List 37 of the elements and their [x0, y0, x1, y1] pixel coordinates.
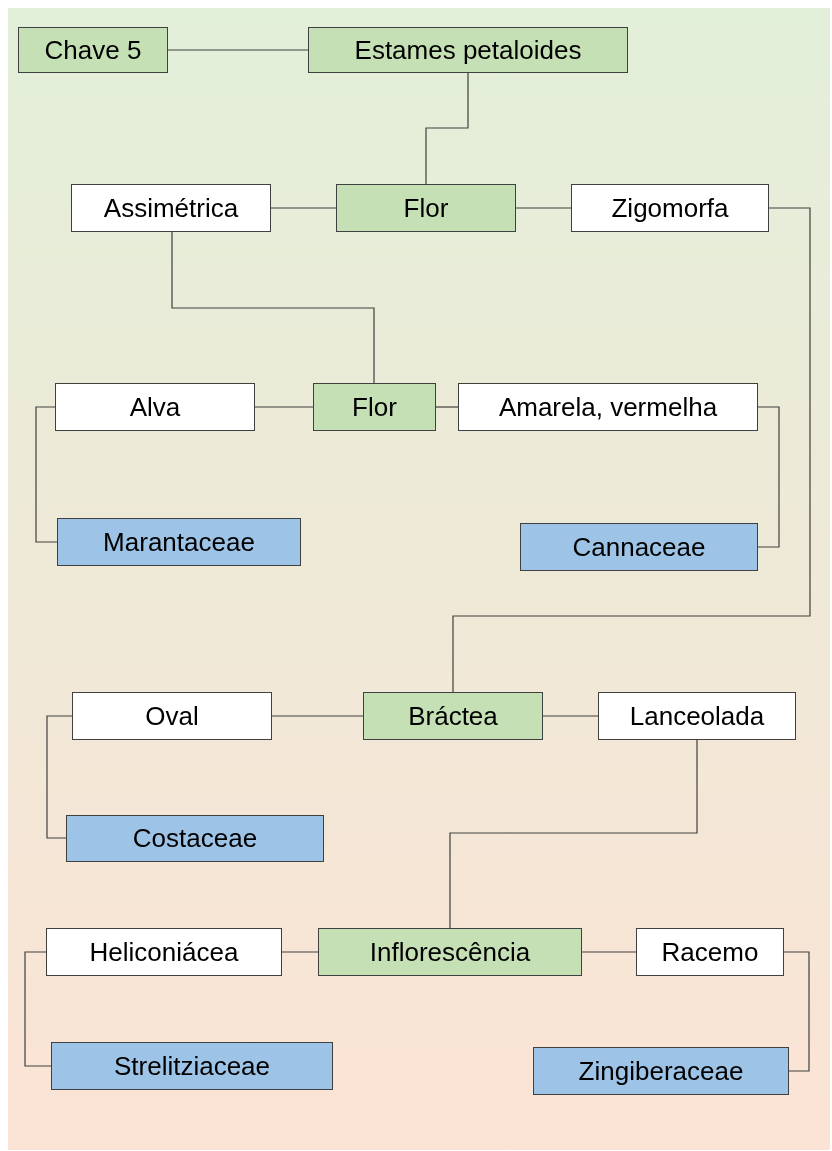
connector-line [425, 72, 469, 185]
option-box: Racemo [636, 928, 784, 976]
connector-line [46, 715, 73, 839]
family-box: Zingiberaceae [533, 1047, 789, 1095]
option-box: Amarela, vermelha [458, 383, 758, 431]
option-box: Lanceolada [598, 692, 796, 740]
connector-line [254, 406, 314, 408]
connector-line [757, 406, 780, 548]
connector-line [515, 207, 572, 209]
option-box: Assimétrica [71, 184, 271, 232]
connector-line [449, 739, 698, 929]
option-box: Alva [55, 383, 255, 431]
key-box: Inflorescência [318, 928, 582, 976]
family-box: Marantaceae [57, 518, 301, 566]
connector-line [271, 715, 364, 717]
connector-line [435, 406, 459, 408]
option-box: Zigomorfa [571, 184, 769, 232]
connector-line [542, 715, 599, 717]
connector-line [581, 951, 637, 953]
option-box: Oval [72, 692, 272, 740]
family-box: Costaceae [66, 815, 324, 862]
connector-line [452, 207, 811, 693]
option-box: Heliconiácea [46, 928, 282, 976]
connector-line [171, 231, 375, 384]
connector-line [270, 207, 337, 209]
connector-line [167, 49, 309, 51]
family-box: Strelitziaceae [51, 1042, 333, 1090]
connector-line [281, 951, 319, 953]
key-box: Bráctea [363, 692, 543, 740]
connector-line [35, 406, 58, 543]
key-box: Chave 5 [18, 27, 168, 73]
family-box: Cannaceae [520, 523, 758, 571]
connector-line [24, 951, 52, 1067]
key-box: Estames petaloides [308, 27, 628, 73]
key-box: Flor [336, 184, 516, 232]
key-box: Flor [313, 383, 436, 431]
connector-line [783, 951, 810, 1072]
